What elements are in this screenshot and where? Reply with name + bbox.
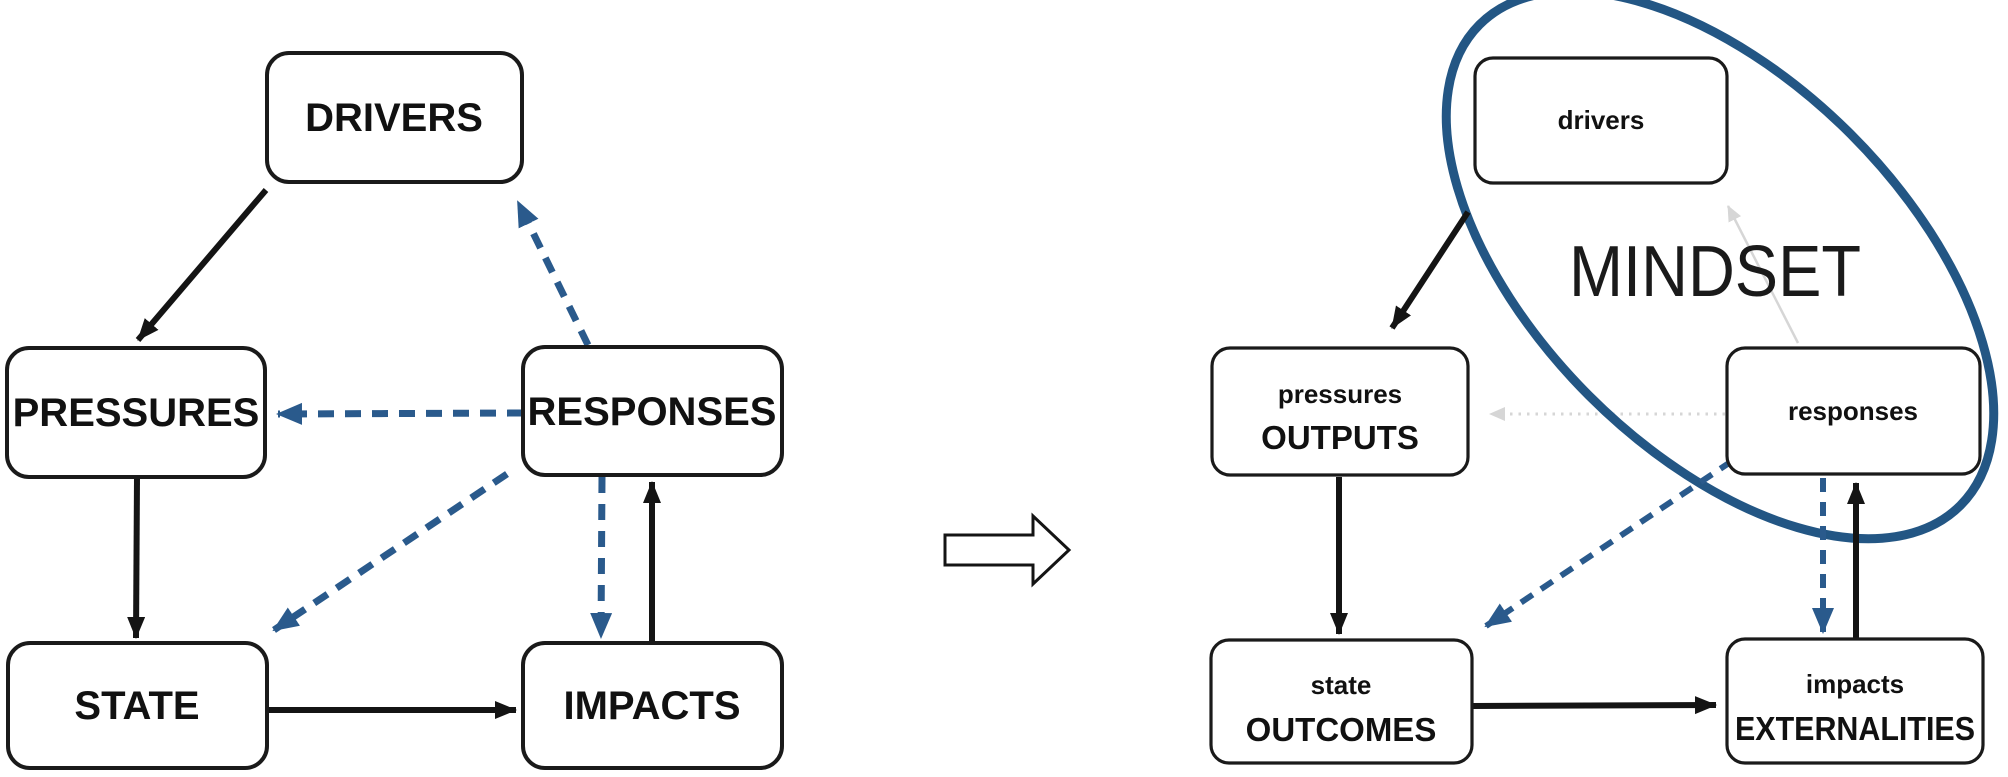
box-pressures-label: PRESSURES	[13, 391, 260, 435]
box-impacts-externalities-shape	[1725, 637, 1985, 765]
box-impacts-externalities-line2: EXTERNALITIES	[1735, 710, 1975, 747]
box-drivers-small-label: drivers	[1558, 105, 1645, 135]
box-responses-small-label: responses	[1788, 396, 1918, 426]
dashed-arrow-responses-to-impacts	[590, 476, 613, 639]
box-pressures-outputs-line2: OUTPUTS	[1261, 419, 1419, 456]
box-drivers: DRIVERS	[265, 51, 524, 184]
box-drivers-label: DRIVERS	[305, 96, 483, 140]
arrow-mindset-to-pressures	[1389, 210, 1471, 330]
dashed-arrow-responses-to-state	[272, 471, 509, 633]
box-responses-label: RESPONSES	[528, 390, 777, 434]
box-state-outcomes-line1: state	[1311, 670, 1372, 700]
box-pressures-shape	[5, 346, 267, 479]
arrow-state-to-impacts	[1472, 696, 1717, 715]
box-state-outcomes-shape	[1209, 638, 1474, 765]
box-state-shape	[6, 641, 269, 770]
box-drivers-small-shape	[1473, 56, 1729, 185]
box-pressures-outputs: pressures OUTPUTS	[1210, 346, 1470, 477]
dashed-arrow-responses-to-drivers	[514, 200, 592, 347]
box-pressures-outputs-shape	[1210, 346, 1470, 477]
left-dpsir-diagram: DRIVERS PRESSURES RESPONSES STATE IMPACT…	[5, 51, 784, 770]
box-impacts-label: IMPACTS	[563, 684, 740, 728]
right-reframed-diagram: MINDSET drivers pressures OUTPUTS respon…	[1209, 0, 1999, 765]
box-state-outcomes: state OUTCOMES	[1209, 638, 1474, 765]
box-pressures: PRESSURES	[5, 346, 267, 479]
box-state-outcomes-line2: OUTCOMES	[1246, 711, 1437, 748]
box-impacts-shape	[521, 641, 784, 770]
mindset-ellipse	[1441, 0, 1999, 544]
arrow-drivers-to-pressures	[135, 188, 269, 342]
box-impacts: IMPACTS	[521, 641, 784, 770]
box-impacts-externalities: impacts EXTERNALITIES	[1725, 637, 1985, 765]
box-responses-shape	[521, 345, 784, 477]
dashed-arrow-responses-to-state	[1484, 458, 1734, 629]
mindset-label: MINDSET	[1569, 232, 1861, 312]
dashed-arrow-responses-to-pressures	[276, 402, 524, 425]
box-state-label: STATE	[74, 684, 199, 728]
box-drivers-small: drivers	[1473, 56, 1729, 185]
box-responses-small: responses	[1725, 346, 1982, 476]
box-drivers-shape	[265, 51, 524, 184]
box-responses-small-shape	[1725, 346, 1982, 476]
box-pressures-outputs-line1: pressures	[1278, 379, 1402, 409]
box-responses: RESPONSES	[521, 345, 784, 477]
box-state: STATE	[6, 641, 269, 770]
arrow-pressures-to-state	[127, 477, 146, 639]
box-impacts-externalities-line1: impacts	[1806, 669, 1904, 699]
transform-block-arrow-icon	[943, 512, 1072, 588]
faded-arrow-responses-to-drivers	[1726, 205, 1800, 344]
